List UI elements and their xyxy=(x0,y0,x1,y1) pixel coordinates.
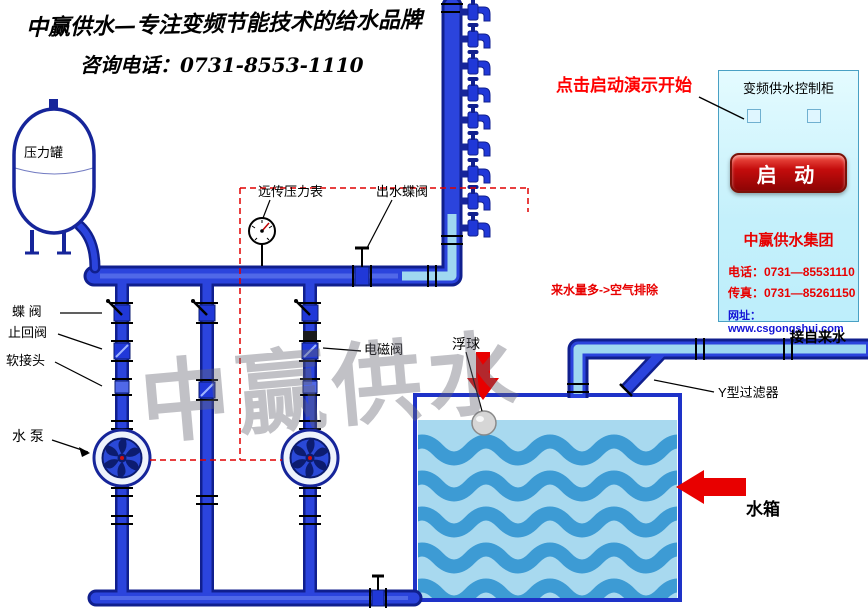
solenoid-valve-label: 电磁阀 xyxy=(364,342,404,357)
water-pump-icon xyxy=(92,428,152,488)
pressure-tank-label: 压力罐 xyxy=(24,145,64,160)
consult-phone: 咨询电话：0731-8553-1110 xyxy=(80,53,364,77)
faucet-icon xyxy=(459,157,491,184)
faucet-icon xyxy=(459,49,491,76)
pump-leader-arrowhead xyxy=(79,447,90,457)
water-tank xyxy=(413,393,682,602)
drain-valve-icon xyxy=(369,574,387,608)
faucet-icon xyxy=(459,103,491,130)
check-valve-icon xyxy=(195,379,219,401)
check-valve-icon xyxy=(110,340,134,362)
check-valve-label: 止回阀 xyxy=(8,325,48,340)
water-waves xyxy=(418,434,677,598)
cabinet-website: 网址：www.csgongshui.com xyxy=(728,310,844,335)
solenoid-coil-icon xyxy=(303,331,317,340)
float-ball-icon xyxy=(471,410,497,436)
demo-hint-label: 点击启动演示开始 xyxy=(556,76,692,95)
solenoid-valve-icon xyxy=(298,340,322,362)
y-filter-label: Y型过滤器 xyxy=(718,385,779,400)
faucet-icon xyxy=(459,22,491,49)
hint-pointer-line xyxy=(698,96,745,120)
butterfly-valve-icon xyxy=(104,297,135,325)
indicator-light-icon xyxy=(807,109,821,123)
pump-column-2 xyxy=(280,297,340,525)
start-button[interactable]: 启 动 xyxy=(730,153,847,193)
main-pipe-hardware xyxy=(248,217,437,288)
leader-lines xyxy=(51,199,715,453)
faucet-icon xyxy=(459,211,491,238)
butterfly-valve-icon xyxy=(292,297,323,325)
cabinet-fax: 传真：0731—85261150 xyxy=(728,286,856,300)
float-pointer-arrow xyxy=(467,352,499,400)
float-ball-label: 浮球 xyxy=(452,336,480,352)
water-tank-label: 水箱 xyxy=(746,500,780,519)
butterfly-valve-label: 蝶 阀 xyxy=(12,304,42,319)
indicator-light-icon xyxy=(747,109,761,123)
water-pump-label: 水 泵 xyxy=(12,428,44,444)
pressure-tank-icon xyxy=(12,99,101,274)
inlet-hardware xyxy=(566,337,793,397)
faucet-icon xyxy=(459,0,491,22)
soft-joint-label: 软接头 xyxy=(6,353,46,368)
faucet-icon xyxy=(459,76,491,103)
y-filter-cap-icon xyxy=(619,383,633,397)
water-pump-icon xyxy=(280,428,340,488)
control-cabinet-panel: 变频供水控制柜 启 动 中赢供水集团 电话：0731—85531110 传真：0… xyxy=(718,70,859,335)
cabinet-title: 变频供水控制柜 xyxy=(742,81,834,96)
tank-pointer-arrow xyxy=(676,470,746,504)
butterfly-valve-icon xyxy=(189,297,220,325)
soft-joint-icon xyxy=(299,378,321,396)
cabinet-phone: 电话：0731—85531110 xyxy=(728,265,855,279)
tap-water-label: 接自来水 xyxy=(790,329,846,345)
outlet-butterfly-valve-icon xyxy=(352,246,372,287)
air-exhaust-label: 来水量多->空气排除 xyxy=(551,283,659,297)
remote-gauge-label: 远传压力表 xyxy=(258,184,324,199)
outlet-valve-label: 出水蝶阀 xyxy=(376,184,429,199)
pressure-gauge-icon xyxy=(248,217,276,266)
pipe-water xyxy=(100,214,866,600)
company-name: 中赢供水集团 xyxy=(743,232,834,249)
soft-joint-icon xyxy=(111,378,133,396)
faucet-icon xyxy=(459,130,491,157)
control-wires xyxy=(150,187,529,461)
